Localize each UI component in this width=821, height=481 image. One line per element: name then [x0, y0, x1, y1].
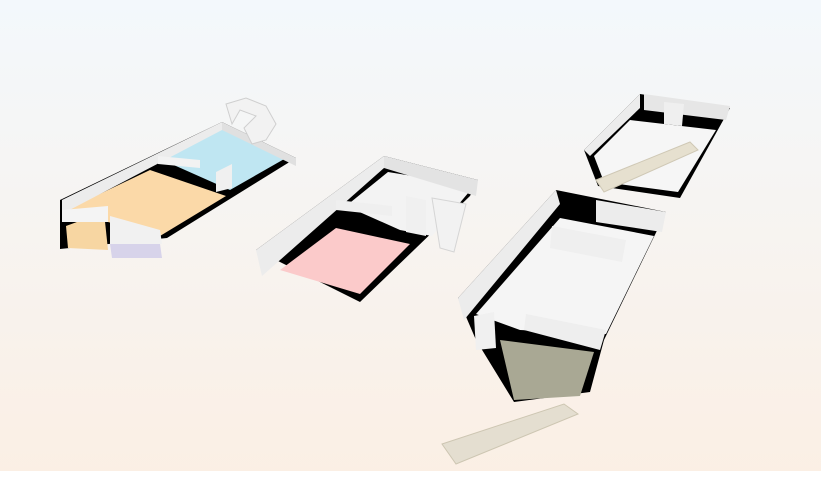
floorplan-right-bottom[interactable] — [441, 190, 666, 465]
right-top-back-wall — [644, 94, 730, 120]
right-top-left-wall — [584, 94, 640, 156]
right-bottom-pillar — [474, 312, 496, 350]
middle-stairs — [431, 197, 467, 253]
right-bottom-back-wall — [596, 200, 666, 232]
left-front-wall — [110, 216, 162, 244]
right-bottom-left-wall — [458, 190, 560, 320]
floorplan-right-top[interactable] — [584, 94, 730, 198]
left-divider-wall — [158, 156, 200, 168]
right-top-divider — [664, 102, 684, 126]
left-right-wall — [222, 122, 296, 166]
middle-left-wall — [256, 156, 384, 276]
left-spiral-stairs — [225, 97, 277, 145]
middle-back-wall — [384, 156, 478, 196]
floorplan-middle[interactable] — [256, 156, 478, 302]
right-bottom-divider-2 — [524, 314, 606, 350]
right-bottom-stairs — [441, 403, 580, 465]
olive-room-floor — [500, 340, 594, 400]
pink-room-floor — [280, 228, 410, 294]
viewport-bottom-strip — [0, 471, 821, 481]
right-bottom-divider-1 — [550, 226, 626, 262]
left-small-room-wall — [62, 206, 108, 222]
middle-pillar — [406, 196, 426, 236]
floorplan-left[interactable] — [60, 97, 296, 258]
right-top-stairs — [595, 141, 699, 193]
left-back-wall — [62, 122, 222, 214]
lavender-room-floor — [110, 244, 162, 258]
middle-divider-wall — [336, 200, 392, 216]
left-inner-pillar — [216, 164, 232, 192]
